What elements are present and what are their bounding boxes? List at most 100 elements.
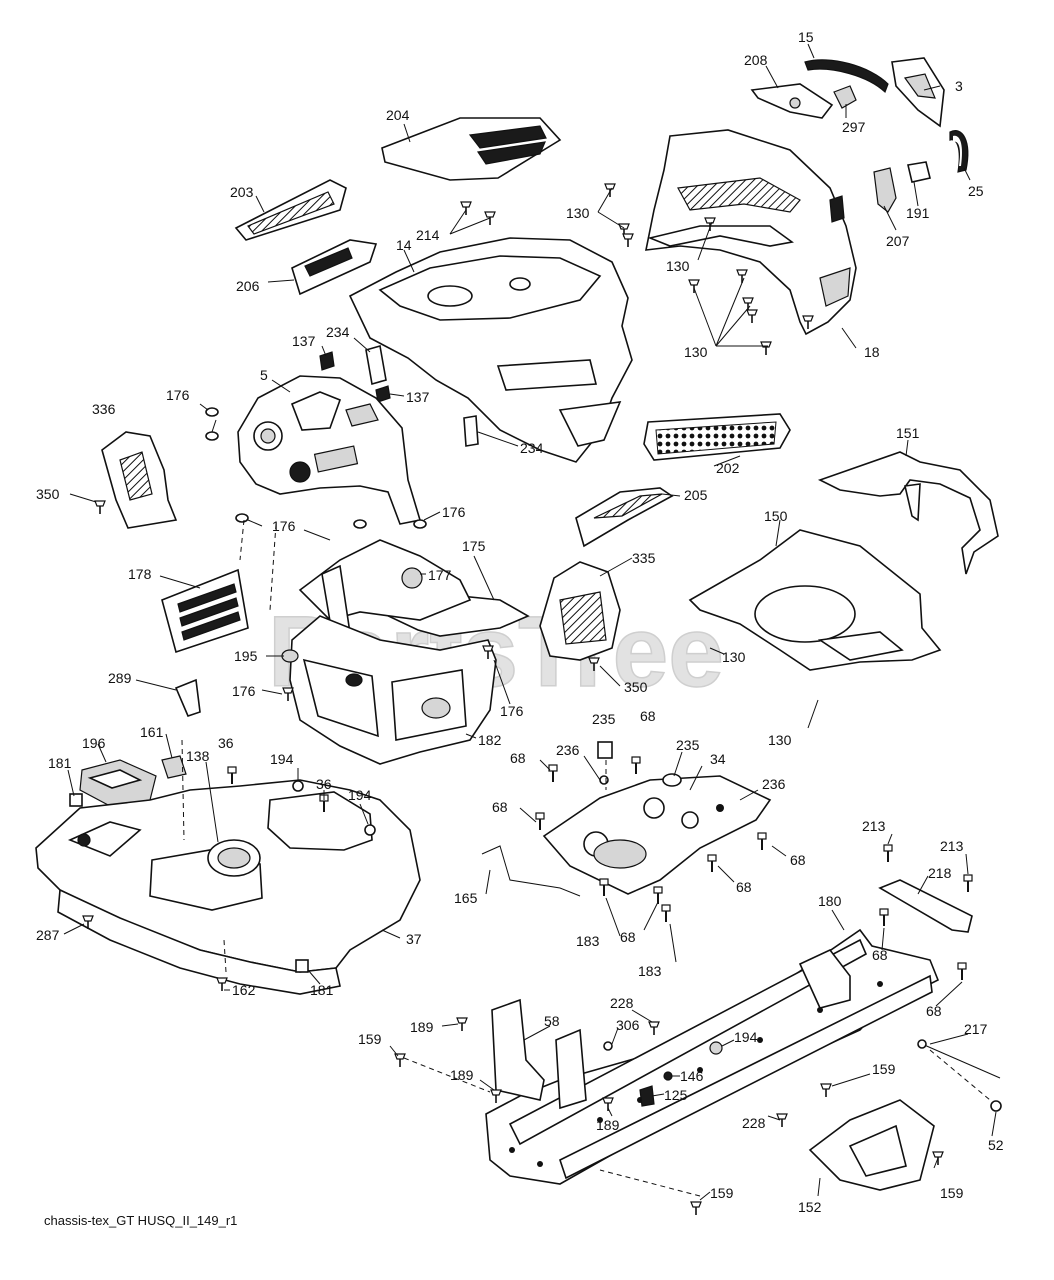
bolt-183b xyxy=(661,904,671,923)
callout-137a: 137 xyxy=(292,333,316,349)
callout-234b: 234 xyxy=(520,440,544,456)
bracket-207 xyxy=(873,167,897,213)
mount-plate-34 xyxy=(542,775,772,895)
nut-306 xyxy=(603,1041,613,1051)
callout-194a: 194 xyxy=(270,751,294,767)
callout-194b: 194 xyxy=(348,787,372,803)
side-pod-335 xyxy=(539,561,621,661)
nut-194a xyxy=(292,780,304,792)
callout-204: 204 xyxy=(386,107,410,123)
vent-plate-178 xyxy=(161,568,249,654)
callout-306: 306 xyxy=(616,1017,640,1033)
callout-130b: 130 xyxy=(666,258,690,274)
bracket-152 xyxy=(808,1099,935,1191)
bracket-289 xyxy=(174,678,201,717)
bracket-58 xyxy=(491,998,587,1110)
side-grille-203 xyxy=(234,179,347,241)
callout-178: 178 xyxy=(128,566,152,582)
latch-161 xyxy=(161,755,187,779)
rod-165 xyxy=(481,845,581,897)
cover-196 xyxy=(79,759,157,807)
bolt-159c xyxy=(690,1201,702,1216)
callout-15: 15 xyxy=(798,29,814,45)
callout-68b: 68 xyxy=(510,750,526,766)
callout-176c: 176 xyxy=(442,504,466,520)
callout-183b: 183 xyxy=(638,963,662,979)
callout-217: 217 xyxy=(964,1021,988,1037)
callout-335: 335 xyxy=(632,550,656,566)
screw-350a xyxy=(94,500,106,515)
callout-58: 58 xyxy=(544,1013,560,1029)
screw-36a xyxy=(227,766,237,785)
callout-214: 214 xyxy=(416,227,440,243)
side-panel-206 xyxy=(291,239,378,296)
callout-159d: 159 xyxy=(940,1185,964,1201)
screw-162 xyxy=(216,977,228,992)
callout-289: 289 xyxy=(108,670,132,686)
callout-213a: 213 xyxy=(862,818,886,834)
rod-217 xyxy=(917,1039,1001,1079)
nut-194b xyxy=(364,824,376,836)
callout-189b: 189 xyxy=(450,1067,474,1083)
screw-228a xyxy=(648,1021,660,1036)
headlight-bracket-208 xyxy=(750,83,834,119)
clip-191 xyxy=(907,161,931,183)
callout-176d: 176 xyxy=(232,683,256,699)
callout-68f: 68 xyxy=(620,929,636,945)
callout-336: 336 xyxy=(92,401,116,417)
footer-caption: chassis-tex_GT HUSQ_II_149_r1 xyxy=(44,1213,237,1228)
callout-195: 195 xyxy=(234,648,258,664)
plate-125 xyxy=(639,1085,655,1107)
callout-68h: 68 xyxy=(926,1003,942,1019)
callout-176b: 176 xyxy=(272,518,296,534)
callout-180: 180 xyxy=(818,893,842,909)
callout-52: 52 xyxy=(988,1137,1004,1153)
callout-152: 152 xyxy=(798,1199,822,1215)
callout-36a: 36 xyxy=(218,735,234,751)
screws-176-upper xyxy=(205,407,427,529)
bushing-195 xyxy=(281,649,299,663)
bumper-181b xyxy=(295,959,309,973)
clip-234b xyxy=(463,415,479,447)
callout-176a: 176 xyxy=(166,387,190,403)
callout-202: 202 xyxy=(716,460,740,476)
trim-205 xyxy=(575,487,674,548)
seal-25 xyxy=(949,130,969,173)
bolt-159b xyxy=(820,1083,832,1098)
hood-top-panel-204 xyxy=(381,117,562,181)
callout-161: 161 xyxy=(140,724,164,740)
callout-194c: 194 xyxy=(734,1029,758,1045)
callout-3: 3 xyxy=(955,78,963,94)
hood-body-14 xyxy=(348,237,633,463)
dash-console-5 xyxy=(237,375,422,525)
side-pod-336 xyxy=(101,431,178,529)
screw-228b xyxy=(776,1113,788,1128)
callout-162: 162 xyxy=(232,982,256,998)
callout-297: 297 xyxy=(842,119,866,135)
callout-159a: 159 xyxy=(358,1031,382,1047)
callout-159b: 159 xyxy=(872,1061,896,1077)
callout-189c: 189 xyxy=(596,1117,620,1133)
callout-228a: 228 xyxy=(610,995,634,1011)
callout-203: 203 xyxy=(230,184,254,200)
callout-68g: 68 xyxy=(872,947,888,963)
bolt-183a xyxy=(599,878,609,897)
callout-137b: 137 xyxy=(406,389,430,405)
callout-159c: 159 xyxy=(710,1185,734,1201)
callout-130c: 130 xyxy=(684,344,708,360)
clip-137a xyxy=(319,351,335,371)
callout-236b: 236 xyxy=(762,776,786,792)
callout-138: 138 xyxy=(186,748,210,764)
callout-36b: 36 xyxy=(316,776,332,792)
callout-150: 150 xyxy=(764,508,788,524)
callout-189a: 189 xyxy=(410,1019,434,1035)
pin-146 xyxy=(663,1071,673,1081)
callout-206: 206 xyxy=(236,278,260,294)
spacer-235a xyxy=(597,741,613,759)
frame-rail-180 xyxy=(485,928,940,1185)
callout-350b: 350 xyxy=(624,679,648,695)
callout-205: 205 xyxy=(684,487,708,503)
callout-181b: 181 xyxy=(310,982,334,998)
callout-68e: 68 xyxy=(736,879,752,895)
